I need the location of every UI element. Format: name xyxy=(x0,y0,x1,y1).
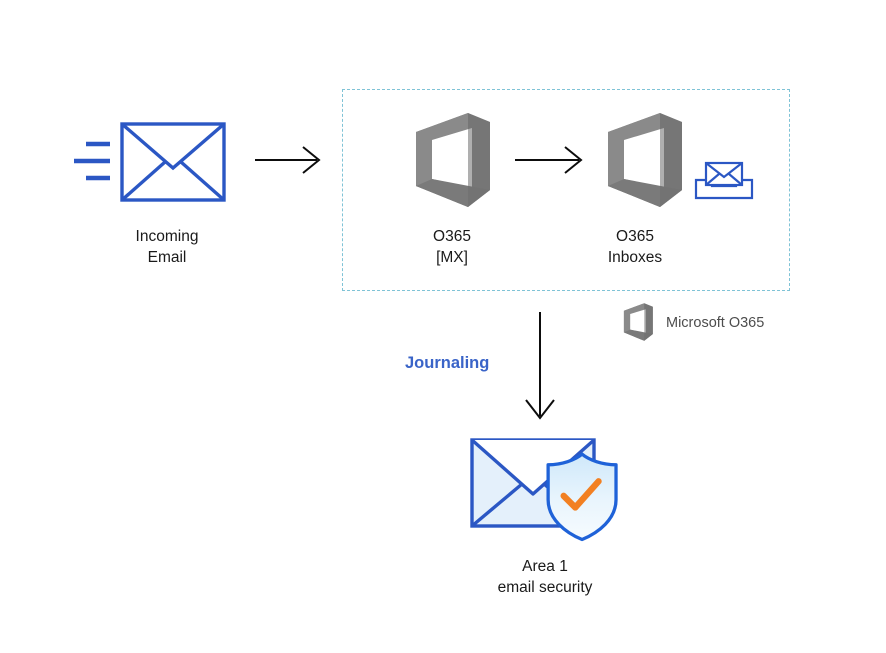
area1-caption-line2: email security xyxy=(497,579,593,596)
motion-lines-icon xyxy=(74,141,110,181)
o365-dashed-zone xyxy=(342,89,790,291)
arrow-mx-to-inbox-icon xyxy=(515,142,587,178)
o365-mx-caption: O365 [MX] xyxy=(397,226,507,268)
o365-mx-icon xyxy=(406,110,498,210)
incoming-email-caption-line1: Incoming xyxy=(135,228,199,245)
office365-logo-glyph-icon xyxy=(416,113,490,207)
incoming-email-icon xyxy=(70,118,240,208)
legend-o365-label: Microsoft O365 xyxy=(666,315,765,331)
legend-o365-icon xyxy=(620,302,656,342)
o365-mx-caption-line1: O365 xyxy=(433,228,471,245)
area1-caption-line1: Area 1 xyxy=(522,558,568,575)
arrow-journaling-down-icon xyxy=(516,312,564,424)
inbox-tray-envelope-icon xyxy=(694,158,754,202)
o365-mx-caption-line2: [MX] xyxy=(436,249,468,266)
incoming-email-caption-line2: Email xyxy=(147,249,187,266)
o365-inboxes-caption-line1: O365 xyxy=(616,228,654,245)
envelope-glyph-icon xyxy=(120,122,226,202)
journaling-label: Journaling xyxy=(405,354,490,372)
area1-caption: Area 1 email security xyxy=(460,556,630,598)
arrow-incoming-to-mx-icon xyxy=(255,142,325,178)
o365-inboxes-icon xyxy=(598,110,690,210)
office365-logo-glyph-icon xyxy=(608,113,682,207)
o365-inboxes-caption-line2: Inboxes xyxy=(607,249,663,266)
shield-check-icon xyxy=(546,452,618,542)
area1-email-security-icon xyxy=(466,432,634,550)
office365-logo-glyph-icon xyxy=(623,303,653,341)
